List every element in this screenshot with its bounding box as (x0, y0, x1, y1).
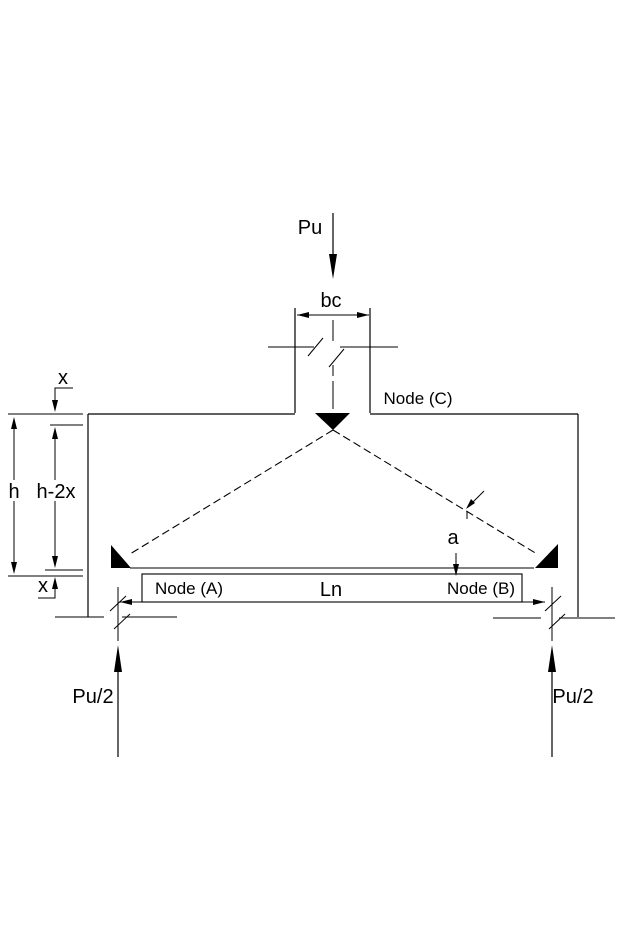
h-minus-2x-arrowhead-up-icon (52, 427, 58, 439)
support-left-break-slash-2 (113, 613, 131, 630)
bc-dimension-label: bc (320, 290, 341, 312)
x-top-dimension-label: x (58, 367, 68, 389)
angle-tie-arrowhead-icon (453, 564, 459, 576)
strut-right-dashed-line (332, 429, 538, 555)
node-c-triangle-icon (315, 413, 350, 430)
h-arrowhead-down-icon (11, 562, 17, 574)
ln-arrowhead-right-icon (533, 599, 545, 605)
node-a-label: Node (A) (155, 579, 223, 598)
node-b-triangle-icon (535, 544, 558, 568)
h-minus-2x-dimension-label: h-2x (37, 481, 76, 503)
pu-half-left-label: Pu/2 (72, 686, 113, 708)
ln-dimension-label: Ln (320, 579, 342, 601)
column-break-slash-1 (307, 337, 324, 357)
column-break-slash-2 (328, 348, 345, 368)
angle-strut-arrowhead-icon (466, 499, 475, 509)
x-bottom-arrowhead-icon (52, 577, 58, 589)
pu-load-label: Pu (298, 217, 322, 239)
node-c-label: Node (C) (384, 389, 453, 408)
h-dimension-label: h (8, 481, 19, 503)
angle-a-label: a (447, 527, 459, 549)
x-top-arrowhead-icon (52, 400, 58, 412)
bc-arrowhead-right-icon (357, 312, 369, 318)
strut-left-dashed-line (129, 429, 334, 555)
ln-arrowhead-left-icon (120, 599, 132, 605)
pu-half-right-arrowhead-icon (548, 645, 556, 672)
pu-half-left-arrowhead-icon (114, 645, 122, 672)
node-label-box (141, 573, 523, 603)
x-bottom-dimension-label: x (38, 575, 48, 597)
x-top-leader-line (54, 387, 73, 400)
h-arrowhead-up-icon (11, 417, 17, 429)
pu-load-arrowhead-icon (329, 254, 337, 279)
support-right-break-slash-1 (544, 595, 562, 612)
support-left-break-slash-1 (109, 595, 127, 612)
x-bottom-leader-line (38, 589, 56, 599)
pu-half-right-label: Pu/2 (552, 686, 593, 708)
support-right-break-slash-2 (548, 613, 566, 630)
h-minus-2x-arrowhead-down-icon (52, 556, 58, 568)
node-a-triangle-icon (111, 545, 131, 568)
bc-arrowhead-left-icon (297, 312, 309, 318)
node-b-label: Node (B) (447, 579, 515, 598)
